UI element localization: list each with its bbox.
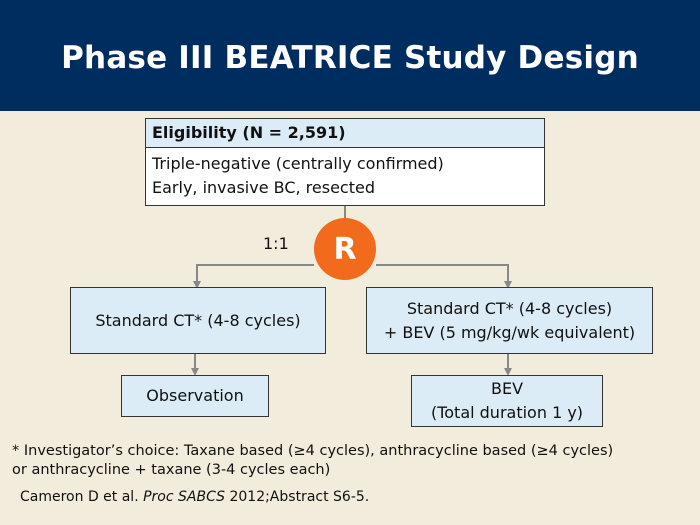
left-arm-treatment-label: Standard CT* (4-8 cycles) [95, 310, 301, 330]
eligibility-box: Eligibility (N = 2,591) Triple-negative … [145, 118, 545, 206]
citation-prefix: Cameron D et al. [20, 489, 144, 505]
title-banner: Phase III BEATRICE Study Design [0, 0, 700, 111]
citation-suffix: 2012;Abstract S6-5. [225, 489, 370, 505]
randomization-ratio: 1:1 [263, 234, 289, 253]
left-arm-treatment-box: Standard CT* (4-8 cycles) [70, 287, 326, 354]
observation-box: Observation [121, 375, 269, 417]
footnote: * Investigator’s choice: Taxane based (≥… [12, 442, 613, 480]
citation-journal: Proc SABCS [143, 489, 226, 505]
right-arm-treatment-line: Standard CT* (4-8 cycles) [406, 298, 613, 318]
citation: Cameron D et al. Proc SABCS 2012;Abstrac… [20, 489, 369, 505]
footnote-line: * Investigator’s choice: Taxane based (≥… [12, 443, 614, 459]
eligibility-criterion: Early, invasive BC, resected [152, 178, 375, 197]
bev-followup-box: BEV (Total duration 1 y) [411, 375, 603, 427]
observation-label: Observation [146, 386, 244, 405]
slide-title: Phase III BEATRICE Study Design [61, 39, 639, 76]
bev-followup-line: BEV [490, 379, 524, 398]
bev-followup-line: (Total duration 1 y) [430, 403, 584, 422]
right-arm-treatment-line: + BEV (5 mg/kg/wk equivalent) [383, 322, 636, 342]
eligibility-criterion: Triple-negative (centrally confirmed) [152, 154, 444, 173]
randomization-node: R [314, 218, 376, 280]
eligibility-heading: Eligibility (N = 2,591) [146, 119, 544, 148]
right-arm-treatment-box: Standard CT* (4-8 cycles) + BEV (5 mg/kg… [366, 287, 653, 354]
eligibility-criteria: Triple-negative (centrally confirmed) Ea… [146, 148, 544, 204]
footnote-line: or anthracycline + taxane (3-4 cycles ea… [12, 462, 331, 478]
